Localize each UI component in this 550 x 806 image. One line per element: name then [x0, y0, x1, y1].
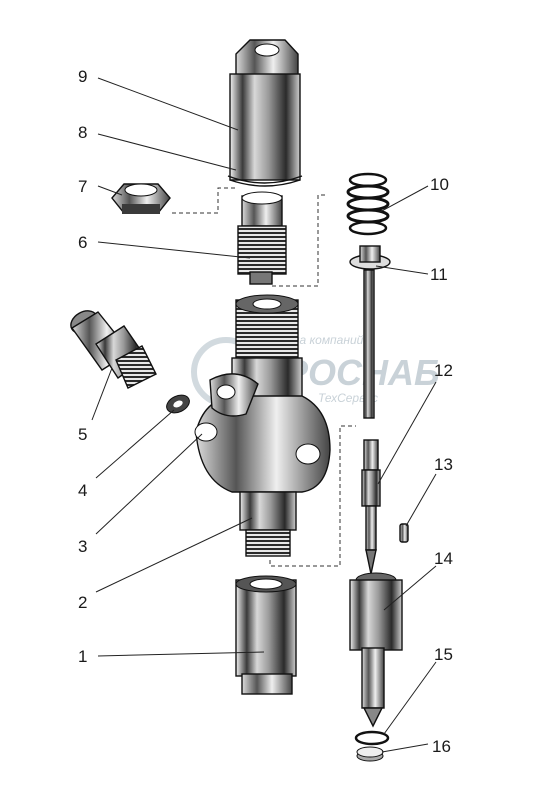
watermark-line3: ТехСервис: [318, 391, 378, 405]
part-16-washer: [356, 746, 384, 762]
callout-16: 16: [432, 737, 451, 756]
part-12-needle: [361, 439, 381, 575]
callout-11: 11: [430, 265, 448, 284]
callout-7: 7: [78, 177, 87, 196]
callout-12: 12: [434, 361, 453, 380]
callout-3: 3: [78, 537, 87, 556]
part-13-pin: [399, 523, 409, 543]
part-1-lower-nut: [235, 575, 297, 695]
callout-2: 2: [78, 593, 87, 612]
callout-8: 8: [78, 123, 87, 142]
assembly-line-7: [172, 187, 236, 214]
callout-14: 14: [434, 549, 453, 568]
assembly-line-6: [272, 194, 326, 287]
callout-1: 1: [78, 647, 87, 666]
part-9-cap-nut: [229, 39, 301, 187]
callout-13: 13: [434, 455, 453, 474]
part-14-nozzle: [349, 572, 403, 728]
part-2-injector-body: [194, 294, 331, 557]
assembly-line-2: [269, 425, 356, 567]
part-6-valve: [237, 191, 287, 285]
part-7-hex-nut: [111, 183, 171, 214]
part-5-fitting: [70, 310, 157, 389]
callout-5: 5: [78, 425, 87, 444]
part-4-washer: [166, 394, 190, 414]
leader-lines: [91, 77, 437, 753]
part-11-push-rod: [349, 245, 391, 419]
part-8-gasket: [227, 175, 303, 184]
callout-15: 15: [434, 645, 453, 664]
part-15-ring: [354, 730, 390, 746]
callout-4: 4: [78, 481, 87, 500]
part-10-spring: [346, 172, 390, 236]
callout-6: 6: [78, 233, 87, 252]
callout-10: 10: [430, 175, 449, 194]
callout-labels: 9 8 7 6 5 4 3 2 1 10 11 12 13 14 15 16: [78, 67, 453, 756]
callout-9: 9: [78, 67, 87, 86]
